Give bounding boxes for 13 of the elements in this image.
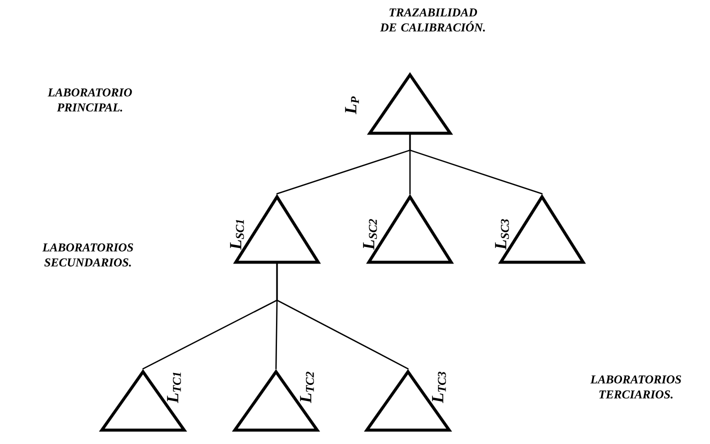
- connector-line: [409, 132, 543, 194]
- node-label: L$_{P}$: [345, 96, 359, 114]
- node-label: L$_{SC1}$: [230, 220, 244, 250]
- connector-line: [276, 262, 409, 370]
- level-label: LABORATORIOS SECUNDARIOS.: [42, 243, 134, 267]
- node-label: L$_{TC1}$: [167, 372, 181, 404]
- title: TRAZABILIDAD DE CALIBRACIÓN.: [380, 8, 485, 32]
- node-label: L$_{TC2}$: [300, 372, 314, 404]
- level-label: LABORATORIOS TERCIARIOS.: [590, 375, 682, 399]
- node-label: L$_{SC2}$: [363, 219, 377, 250]
- level-label: LABORATORIO PRINCIPAL.: [48, 88, 132, 112]
- node-label: L$_{TC3}$: [432, 372, 446, 404]
- node-label: L$_{SC3}$: [495, 219, 509, 250]
